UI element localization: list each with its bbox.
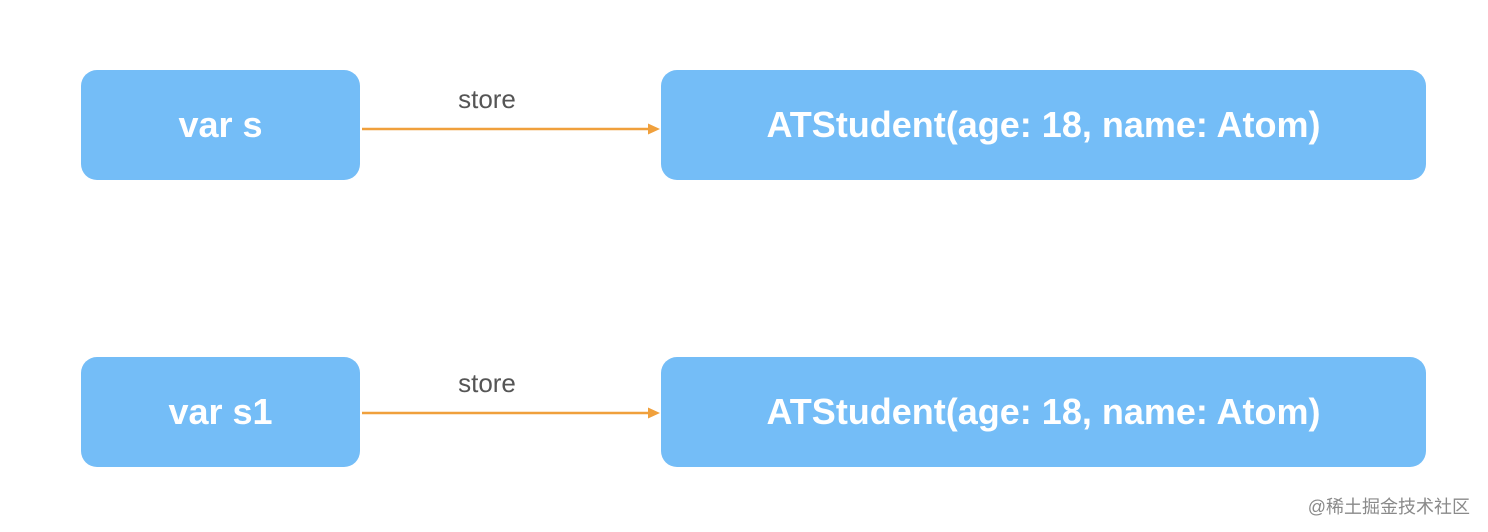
store-arrow: [362, 123, 660, 135]
variable-node-label: var s: [178, 104, 263, 145]
object-node-label: ATStudent(age: 18, name: Atom): [766, 104, 1321, 145]
variable-node-label: var s1: [168, 391, 273, 432]
object-node-label: ATStudent(age: 18, name: Atom): [766, 391, 1321, 432]
edge-label-store: store: [458, 84, 516, 114]
edge-label-store: store: [458, 368, 516, 398]
variable-node-s1: var s1: [81, 357, 360, 467]
object-node-atstudent: ATStudent(age: 18, name: Atom): [661, 357, 1426, 467]
store-arrow: [362, 407, 660, 419]
object-node-atstudent: ATStudent(age: 18, name: Atom): [661, 70, 1426, 180]
watermark: @稀土掘金技术社区: [1307, 497, 1470, 517]
variable-node-s: var s: [81, 70, 360, 180]
